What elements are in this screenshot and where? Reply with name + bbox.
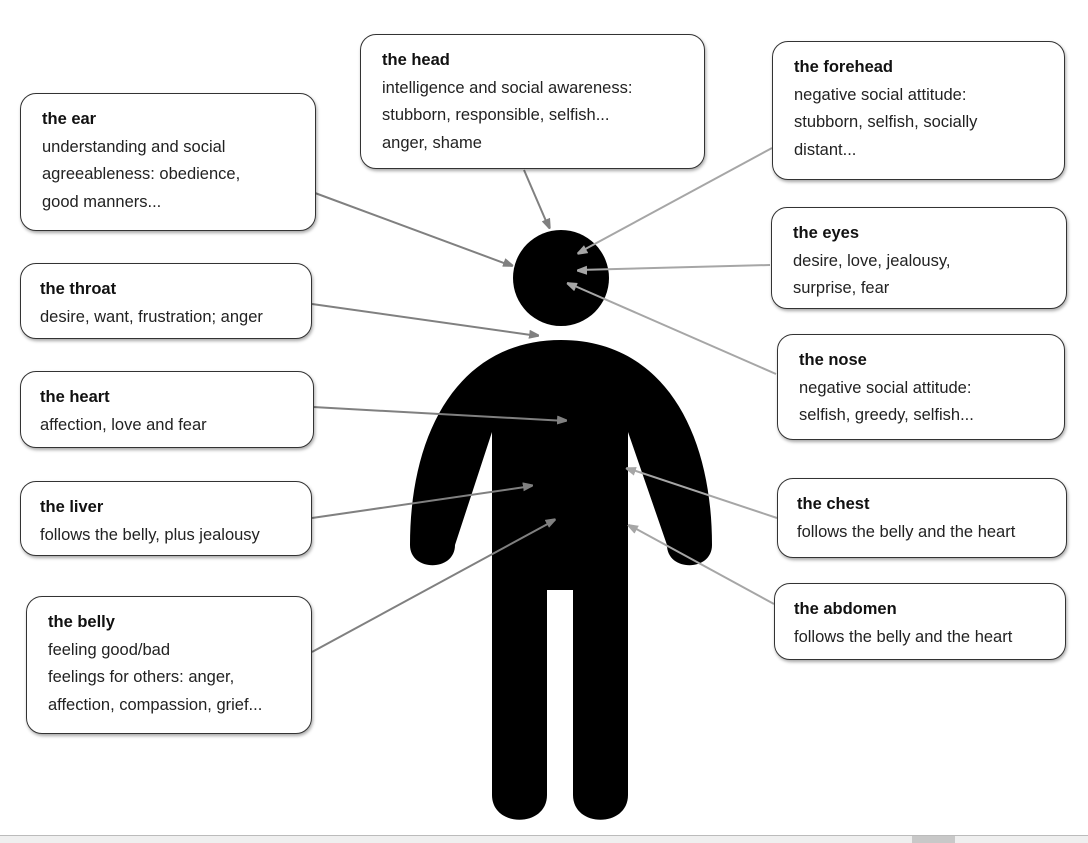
- label-line: follows the belly and the heart: [794, 627, 1013, 646]
- label-line: anger, shame: [382, 133, 482, 152]
- label-line: affection, love and fear: [40, 415, 207, 434]
- arrow-liver: [311, 486, 532, 519]
- label-head: the head intelligence and social awarene…: [360, 34, 705, 169]
- label-line: understanding and social: [42, 137, 226, 156]
- arrow-throat: [311, 303, 538, 336]
- figure-body: [410, 340, 712, 820]
- label-title: the eyes: [793, 224, 860, 242]
- label-title: the chest: [797, 495, 870, 513]
- arrow-chest: [627, 468, 778, 519]
- label-line: good manners...: [42, 192, 162, 211]
- label-ear: the ear understanding and social agreeab…: [20, 93, 316, 231]
- scrollbar-thumb[interactable]: [912, 836, 955, 843]
- arrow-ear: [314, 192, 512, 267]
- label-line: selfish, greedy, selfish...: [799, 406, 974, 424]
- arrow-heart: [312, 406, 566, 421]
- arrow-nose: [568, 283, 777, 375]
- label-belly: the belly feeling good/bad feelings for …: [26, 596, 312, 734]
- arrow-forehead: [578, 147, 773, 253]
- label-line: intelligence and social awareness:: [382, 78, 633, 97]
- label-eyes: the eyes desire, love, jealousy, surpris…: [771, 207, 1067, 309]
- label-title: the liver: [40, 498, 104, 516]
- label-abdomen: the abdomen follows the belly and the he…: [774, 583, 1066, 660]
- label-title: the ear: [42, 110, 97, 128]
- label-line: negative social attitude:: [794, 85, 967, 104]
- arrow-eyes: [578, 264, 771, 270]
- arrow-belly: [311, 520, 555, 653]
- arrow-head: [523, 169, 549, 228]
- label-title: the nose: [799, 351, 867, 369]
- label-line: distant...: [794, 140, 857, 159]
- label-title: the head: [382, 51, 450, 69]
- label-title: the heart: [40, 388, 110, 406]
- label-heart: the heart affection, love and fear: [20, 371, 314, 448]
- label-chest: the chest follows the belly and the hear…: [777, 478, 1067, 558]
- label-line: follows the belly and the heart: [797, 522, 1016, 541]
- label-line: desire, want, frustration; anger: [40, 307, 263, 326]
- label-title: the belly: [48, 613, 115, 631]
- label-line: desire, love, jealousy,: [793, 251, 951, 270]
- label-title: the forehead: [794, 58, 894, 76]
- label-line: feeling good/bad: [48, 640, 171, 659]
- label-line: agreeableness: obedience,: [42, 165, 241, 183]
- label-forehead: the forehead negative social attitude: s…: [772, 41, 1065, 180]
- label-nose: the nose negative social attitude: selfi…: [777, 334, 1065, 440]
- label-title: the abdomen: [794, 600, 897, 618]
- arrow-abdomen: [629, 525, 775, 605]
- label-line: stubborn, selfish, socially: [794, 113, 978, 131]
- label-line: surprise, fear: [793, 279, 890, 297]
- label-liver: the liver follows the belly, plus jealou…: [20, 481, 312, 556]
- label-line: stubborn, responsible, selfish...: [382, 106, 610, 124]
- arrows: [311, 147, 778, 653]
- label-throat: the throat desire, want, frustration; an…: [20, 263, 312, 339]
- label-line: affection, compassion, grief...: [48, 695, 263, 714]
- label-line: feelings for others: anger,: [48, 668, 235, 686]
- label-line: negative social attitude:: [799, 378, 972, 397]
- horizontal-scrollbar[interactable]: [0, 835, 1088, 843]
- label-line: follows the belly, plus jealousy: [40, 525, 260, 544]
- label-title: the throat: [40, 280, 117, 298]
